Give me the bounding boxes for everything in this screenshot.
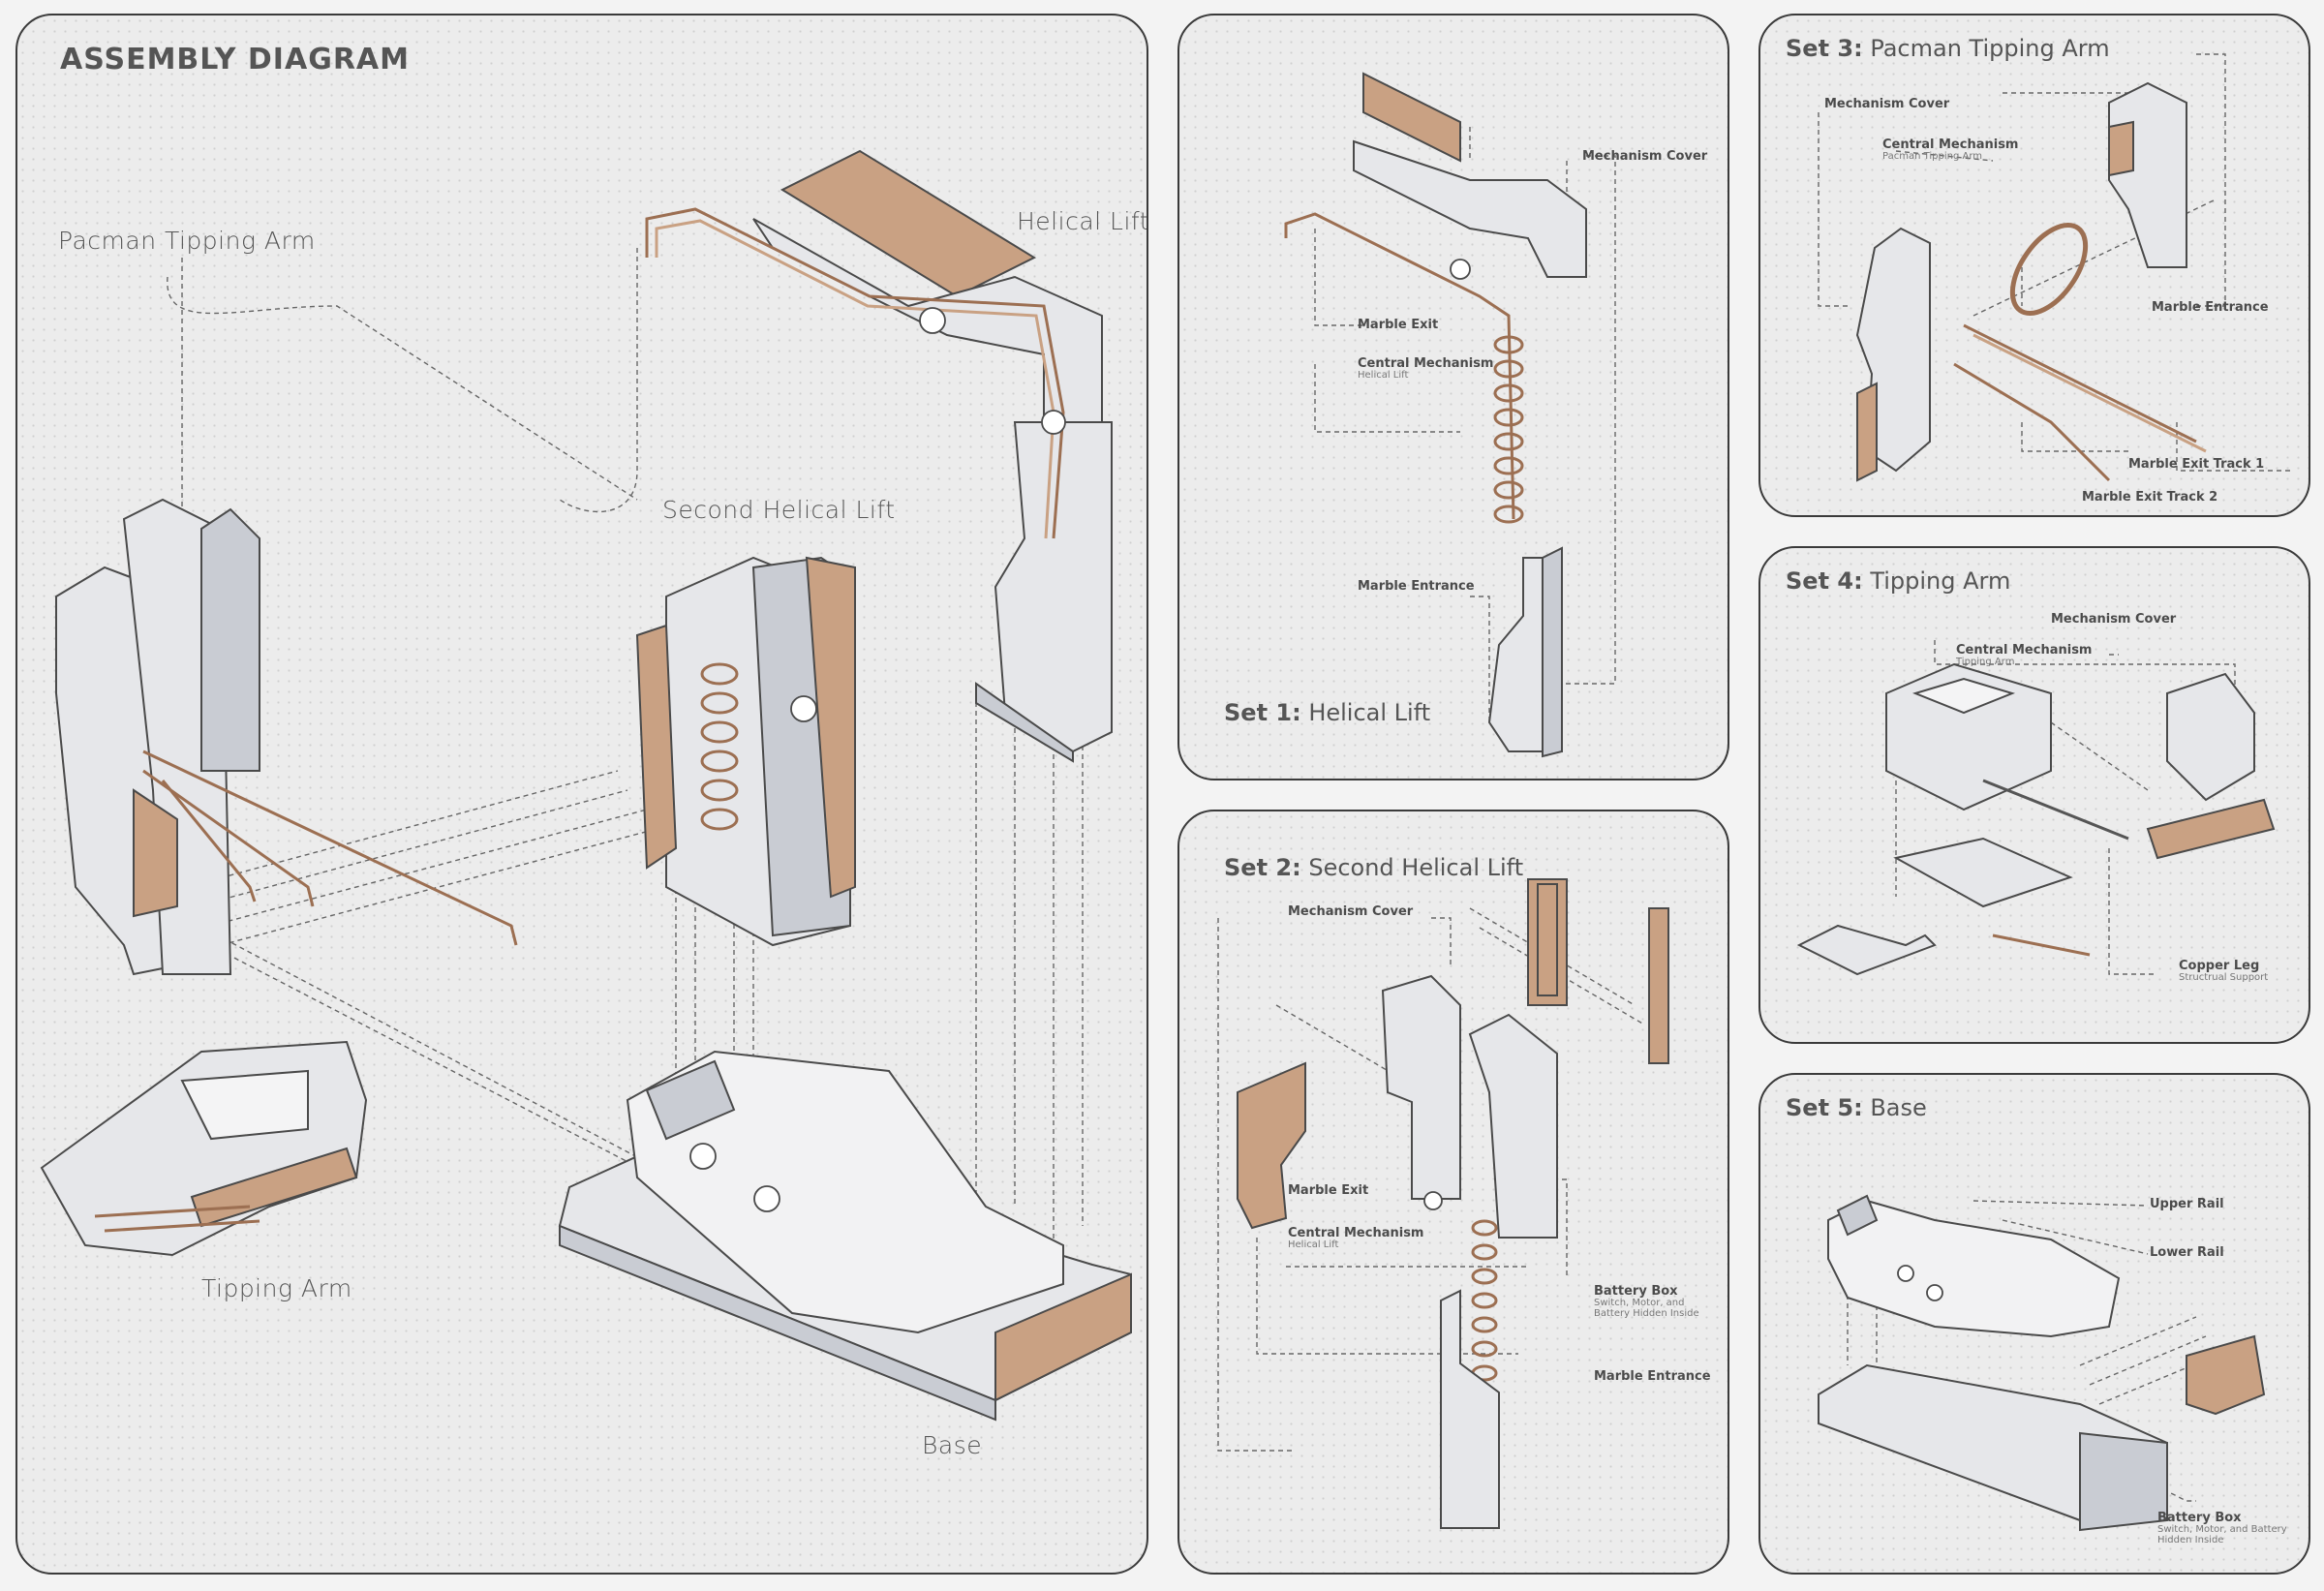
pacman-tipping-arm-assembly [55,498,518,976]
set-2-label-battery-box: Battery Box Switch, Motor, and Battery H… [1594,1284,1710,1319]
set-1-central-mechanism-sub: Helical Lift [1358,370,1409,381]
set-4-panel: Set 4: Tipping Arm Mechanism Cover Centr… [1758,546,2310,1044]
set-4-illustration [1796,640,2276,976]
set-4-copper-leg-sub: Structrual Support [2179,972,2269,983]
set-3-title: Set 3: Pacman Tipping Arm [1786,35,2110,62]
set-2-name: Second Helical Lift [1308,854,1524,881]
set-4-title: Set 4: Tipping Arm [1786,567,2010,595]
set-5-name: Base [1870,1094,1927,1121]
set-4-number: Set 4: [1786,567,1863,595]
label-pacman-tipping-arm: Pacman Tipping Arm [58,227,316,255]
set-2-battery-box-text: Battery Box [1594,1284,1678,1299]
set-2-label-central-mechanism: Central Mechanism Helical Lift [1288,1226,1423,1250]
assembly-diagram-title: ASSEMBLY DIAGRAM [60,43,410,76]
set-3-label-mechanism-cover: Mechanism Cover [1824,97,1950,111]
set-4-central-mechanism-sub: Tipping Arm [1956,657,2015,667]
set-1-label-marble-entrance: Marble Entrance [1358,579,1475,594]
set-1-number: Set 1: [1224,699,1301,726]
set-5-battery-box-sub: Switch, Motor, and Battery Hidden Inside [2157,1524,2287,1545]
label-second-helical-lift: Second Helical Lift [662,496,896,524]
set-3-central-mechanism-text: Central Mechanism [1882,138,2019,152]
second-helical-lift-assembly [635,556,856,947]
label-helical-lift: Helical Lift [1017,207,1148,235]
assembly-diagram-panel: ASSEMBLY DIAGRAM Pacman Tipping Arm Heli… [15,14,1148,1575]
set-2-label-mechanism-cover: Mechanism Cover [1288,904,1414,919]
set-4-central-mechanism-text: Central Mechanism [1956,643,2093,658]
set-3-label-marble-exit-track-1: Marble Exit Track 1 [2128,457,2265,472]
set-3-illustration [1818,53,2293,482]
set-1-central-mechanism-text: Central Mechanism [1358,356,1494,371]
set-5-title: Set 5: Base [1786,1094,1927,1121]
set-3-label-marble-entrance: Marble Entrance [2152,300,2269,315]
helical-lift-assembly [645,149,1113,763]
set-4-label-copper-leg: Copper Leg Structrual Support [2179,959,2268,983]
set-2-title: Set 2: Second Helical Lift [1224,854,1523,881]
set-4-name: Tipping Arm [1870,567,2011,595]
base-assembly [558,1050,1132,1422]
set-3-panel: Set 3: Pacman Tipping Arm Mechanism Cove… [1758,14,2310,517]
set-3-name: Pacman Tipping Arm [1870,35,2110,62]
set-3-label-central-mechanism: Central Mechanism Pacman Tipping Arm [1882,138,2018,162]
set-5-battery-box-text: Battery Box [2157,1511,2242,1525]
set-2-label-marble-exit: Marble Exit [1288,1183,1369,1198]
set-1-name: Helical Lift [1308,699,1431,726]
set-2-central-mechanism-sub: Helical Lift [1288,1239,1339,1250]
set-4-label-central-mechanism: Central Mechanism Tipping Arm [1956,643,2092,667]
label-tipping-arm: Tipping Arm [201,1274,352,1302]
set-2-label-marble-entrance: Marble Entrance [1594,1369,1711,1384]
assembly-illustration [40,149,1132,1422]
set-3-central-mechanism-sub: Pacman Tipping Arm [1882,151,1983,162]
set-3-number: Set 3: [1786,35,1863,62]
set-4-copper-leg-text: Copper Leg [2179,959,2260,973]
set-3-label-marble-exit-track-2: Marble Exit Track 2 [2082,490,2218,505]
set-1-guide-lines [1314,127,1616,722]
set-2-illustration [1217,878,1669,1529]
set-2-panel: Set 2: Second Helical Lift Mechanism Cov… [1177,810,1729,1575]
set-4-label-mechanism-cover: Mechanism Cover [2051,612,2177,627]
set-5-label-battery-box: Battery Box Switch, Motor, and Battery H… [2157,1511,2293,1545]
tipping-arm-assembly [40,1040,368,1257]
set-2-battery-box-sub: Switch, Motor, and Battery Hidden Inside [1594,1298,1699,1319]
set-1-title: Set 1: Helical Lift [1224,699,1430,726]
set-4-guide-lines [1895,640,2236,975]
set-5-label-lower-rail: Lower Rail [2150,1245,2224,1260]
set-1-label-mechanism-cover: Mechanism Cover [1582,149,1708,164]
set-5-label-upper-rail: Upper Rail [2150,1197,2224,1211]
set-5-illustration [1818,1194,2266,1532]
set-5-panel: Set 5: Base Upper Rail Lower Rail Batter… [1758,1073,2310,1575]
set-1-label-marble-exit: Marble Exit [1358,318,1439,332]
set-5-number: Set 5: [1786,1094,1863,1121]
set-1-label-central-mechanism: Central Mechanism Helical Lift [1358,356,1493,381]
label-base: Base [922,1431,983,1459]
set-1-illustration [1284,72,1616,758]
set-1-panel: Mechanism Cover Marble Exit Central Mech… [1177,14,1729,780]
set-2-number: Set 2: [1224,854,1301,881]
set-2-central-mechanism-text: Central Mechanism [1288,1226,1424,1240]
